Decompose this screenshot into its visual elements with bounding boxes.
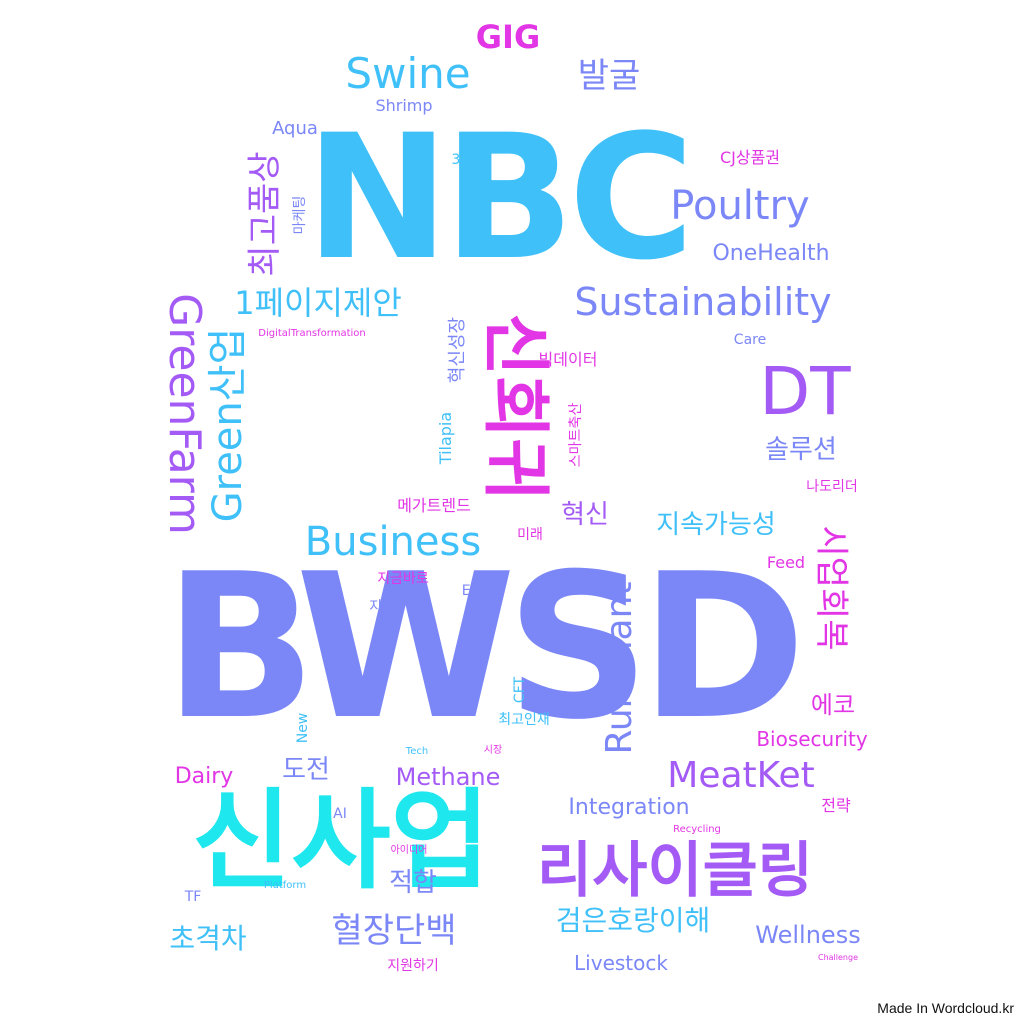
word-new-return: 신회귀 — [475, 313, 554, 501]
word-new: New — [295, 712, 311, 744]
word-swine: Swine — [345, 49, 471, 98]
word-meatket: MeatKet — [667, 755, 815, 796]
word-greenfarm: GreenFarm — [159, 293, 210, 535]
word-bwsd: BWSD — [163, 531, 806, 764]
word-fit: 적합 — [389, 868, 437, 898]
word-one-page-proposal: 1페이지제안 — [234, 284, 402, 322]
word-apply: 지원하기 — [387, 958, 439, 974]
word-3f: 3F — [451, 152, 469, 168]
word-esg: ESG — [461, 583, 491, 599]
word-shrimp: Shrimp — [375, 96, 433, 115]
word-innovation: 혁신 — [561, 500, 609, 530]
word-dairy: Dairy — [174, 764, 234, 789]
word-eco: 에코 — [810, 691, 856, 719]
word-future: 미래 — [517, 527, 543, 543]
word-discovery: 발굴 — [577, 56, 641, 96]
word-business-recovery: 시업회복 — [811, 525, 851, 651]
word-smart-livestock: 스마트축산 — [568, 402, 584, 468]
word-wellness: Wellness — [755, 921, 861, 949]
word-i-am-leader: 나도리더 — [806, 479, 858, 495]
word-integration: Integration — [568, 795, 690, 820]
word-right-now: 지금바로 — [377, 571, 429, 587]
word-tech: Tech — [405, 746, 429, 757]
word-ai: AI — [333, 806, 347, 822]
word-gig: GIG — [475, 18, 541, 56]
word-onehealth: OneHealth — [712, 241, 830, 266]
word-innovation-growth: 혁신성장 — [447, 316, 468, 384]
word-recycling: Recycling — [673, 824, 721, 835]
word-cft: CFT — [512, 676, 528, 704]
word-biosecurity: Biosecurity — [756, 727, 868, 751]
word-care: Care — [733, 332, 767, 348]
word-tilapia: Tilapia — [436, 411, 455, 465]
word-nbc: NBC — [305, 97, 694, 298]
word-challenge: Challenge — [818, 953, 858, 962]
word-poultry: Poultry — [670, 183, 810, 229]
word-now: 지금 — [369, 599, 395, 615]
word-ruminant: Ruminant — [599, 581, 640, 755]
word-top-award: 최고품상 — [245, 151, 285, 277]
word-top-talent: 최고인재 — [498, 712, 550, 728]
word-dt: DT — [759, 353, 851, 430]
word-super-gap: 초격차 — [169, 922, 247, 955]
word-tf: TF — [184, 889, 202, 905]
word-methane: Methane — [395, 763, 501, 791]
word-solution: 솔루션 — [765, 435, 837, 465]
word-business: Business — [304, 519, 482, 565]
footer-credit: Made In Wordcloud.kr — [877, 1000, 1014, 1016]
word-platform: Platform — [263, 880, 307, 891]
word-idea: 아이디어 — [390, 845, 428, 856]
word-digital-transformation: DigitalTransformation — [258, 328, 366, 339]
word-big-data: 빅데이터 — [538, 350, 598, 369]
word-livestock: Livestock — [574, 951, 668, 975]
word-strategy: 전략 — [821, 796, 851, 815]
word-sustainability: Sustainability — [574, 280, 832, 324]
word-market: 시장 — [483, 745, 503, 756]
word-megatrend: 메가트렌드 — [397, 496, 471, 515]
word-plasma-protein: 혈장단백 — [331, 911, 457, 951]
word-sustainability-kr: 지속가능성 — [656, 510, 776, 540]
word-black-tiger-year: 검은호랑이해 — [555, 904, 711, 937]
word-aqua: Aqua — [272, 118, 318, 139]
word-marketing: 마케팅 — [292, 195, 308, 235]
word-recycling-kr: 리사이클링 — [537, 836, 813, 906]
word-new-business: 신사업 — [191, 779, 491, 904]
word-green-industry: Green산업 — [205, 327, 251, 523]
word-challenge-kr: 도전 — [282, 755, 330, 785]
word-feed: Feed — [766, 553, 806, 572]
word-cj-gift-card: CJ상품권 — [719, 148, 781, 167]
